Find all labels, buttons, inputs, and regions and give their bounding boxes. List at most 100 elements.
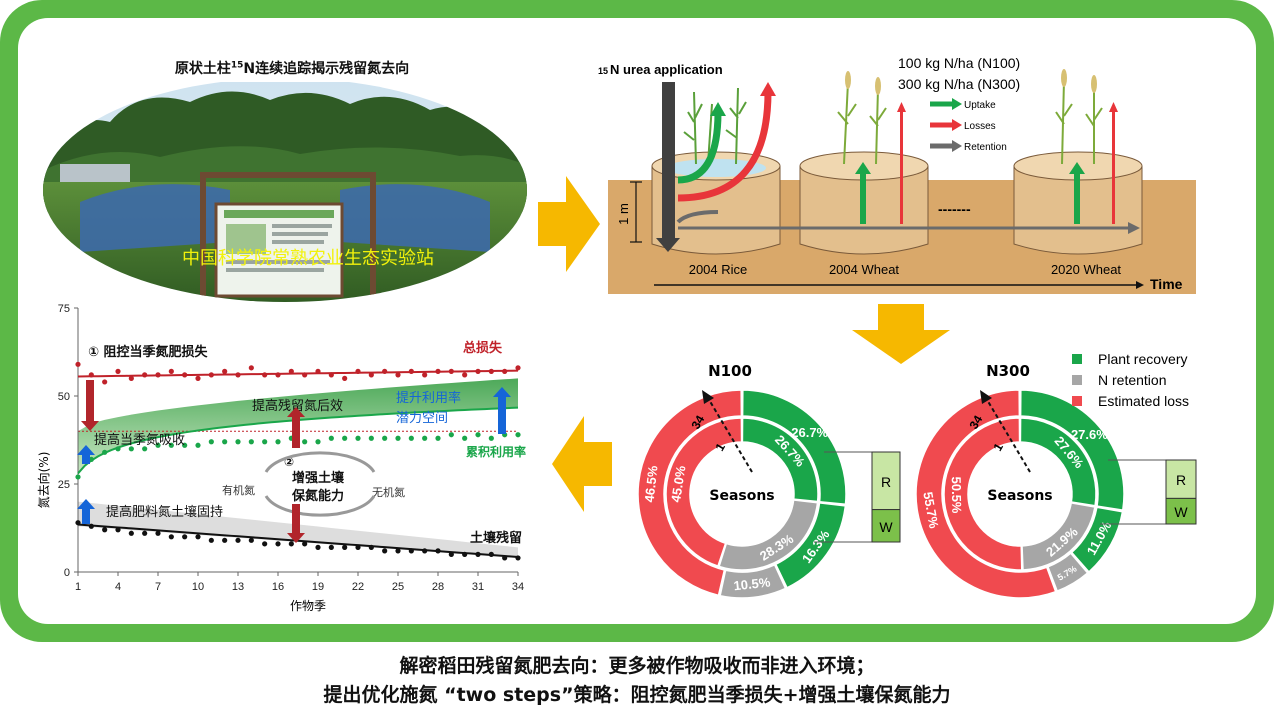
- data-point: [275, 372, 281, 378]
- organic-n-label: 有机氮: [222, 483, 255, 497]
- data-point: [195, 375, 201, 381]
- uptake-label: 提高当季氮吸收: [94, 432, 185, 448]
- y-tick-label: 75: [58, 303, 70, 315]
- data-point: [235, 439, 241, 445]
- svg-text:Retention: Retention: [964, 142, 1007, 153]
- data-point: [248, 365, 254, 371]
- data-point: [262, 439, 268, 445]
- donut-center-label: Seasons: [709, 488, 774, 504]
- soil-residual-label: 土壤残留: [470, 530, 522, 546]
- x-tick-label: 31: [472, 581, 484, 593]
- data-point: [355, 368, 361, 374]
- data-point: [368, 435, 374, 441]
- wheat-plants: [837, 79, 1103, 165]
- step-two-line-2: 保氮能力: [291, 488, 344, 504]
- up-arrow-icon: [292, 416, 300, 448]
- donut-title: N300: [986, 362, 1030, 380]
- data-point: [368, 544, 374, 550]
- legend-label: N retention: [1098, 372, 1166, 388]
- down-arrow-icon: [292, 504, 300, 534]
- data-point: [128, 446, 134, 452]
- donut-title: N100: [708, 362, 752, 380]
- donut-segment: [741, 389, 847, 506]
- caption: 解密稻田残留氮肥去向：更多被作物吸收而非进入环境； 提出优化施氮 “two st…: [0, 652, 1274, 710]
- svg-text:Losses: Losses: [964, 121, 996, 132]
- data-point: [475, 551, 481, 557]
- data-point: [515, 555, 521, 561]
- improve-efficiency-label: 提升利用率: [396, 390, 461, 406]
- data-point: [262, 372, 268, 378]
- data-point: [208, 537, 214, 543]
- data-point: [302, 439, 308, 445]
- donut-n100: N10026.7%16.3%10.5%46.5%26.7%28.3%45.0%S…: [637, 362, 901, 599]
- arrow-right-icon: [538, 176, 600, 272]
- data-point: [142, 530, 148, 536]
- legend-label: Plant recovery: [1098, 351, 1187, 367]
- x-tick-label: 4: [115, 581, 121, 593]
- donut-segment: [718, 499, 819, 571]
- data-point: [88, 456, 94, 462]
- down-arrow-icon: [86, 380, 94, 422]
- data-point: [408, 435, 414, 441]
- stage-2004-wheat: 2004 Wheat: [829, 262, 899, 277]
- data-point: [355, 544, 361, 550]
- data-point: [342, 435, 348, 441]
- data-point: [288, 368, 294, 374]
- donut-segment: [1021, 502, 1096, 571]
- data-point: [488, 551, 494, 557]
- y-axis-label: 氮去向(%): [36, 452, 51, 509]
- data-point: [328, 544, 334, 550]
- legend-swatch: [1072, 396, 1082, 406]
- caption-line-1: 解密稻田残留氮肥去向：更多被作物吸收而非进入环境；: [399, 655, 875, 677]
- x-tick-label: 22: [352, 581, 364, 593]
- data-point: [88, 372, 94, 378]
- donut-segment: [1046, 552, 1089, 593]
- data-point: [395, 435, 401, 441]
- data-point: [222, 537, 228, 543]
- data-point: [315, 439, 321, 445]
- data-point: [168, 368, 174, 374]
- x-tick-label: 7: [155, 581, 161, 593]
- data-point: [182, 534, 188, 540]
- data-point: [475, 432, 481, 438]
- data-point: [422, 372, 428, 378]
- bar-wheat: [871, 509, 901, 543]
- stage-2004-rice: 2004 Rice: [689, 262, 748, 277]
- svg-text:Uptake: Uptake: [964, 100, 996, 111]
- data-point: [115, 527, 121, 533]
- y-tick-label: 25: [58, 479, 70, 491]
- data-point: [475, 368, 481, 374]
- data-point: [435, 435, 441, 441]
- photo-title: 原状土柱15N连续追踪揭示残留氮去向: [174, 60, 410, 77]
- data-point: [328, 372, 334, 378]
- data-point: [368, 372, 374, 378]
- data-point: [275, 439, 281, 445]
- data-point: [155, 442, 161, 448]
- total-loss-label: 总损失: [463, 340, 503, 356]
- data-point: [395, 372, 401, 378]
- data-point: [315, 368, 321, 374]
- season-pointer: [707, 397, 753, 473]
- x-tick-label: 25: [392, 581, 404, 593]
- series-line: [77, 369, 519, 378]
- data-point: [448, 551, 454, 557]
- isotope-superscript: 15: [598, 66, 608, 76]
- segment-label: 27.6%: [1071, 427, 1108, 442]
- data-point: [448, 432, 454, 438]
- data-point: [248, 537, 254, 543]
- segment-label: 10.5%: [733, 574, 772, 593]
- rate-n100: 100 kg N/ha (N100): [898, 55, 1020, 71]
- data-point: [195, 442, 201, 448]
- season-34-label: 34: [688, 413, 707, 432]
- data-point: [235, 372, 241, 378]
- potential-band: [78, 378, 518, 474]
- fixation-label: 提高肥料氮土壤固持: [106, 504, 223, 520]
- experiment-schematic: 1 m 15 N urea application 100 kg N/ha (N…: [598, 55, 1196, 294]
- data-point: [275, 541, 281, 547]
- data-point: [515, 365, 521, 371]
- field-photo: 中国科学院常熟农业生态实验站: [43, 82, 527, 302]
- arrow-down-icon: [852, 304, 950, 364]
- x-tick-label: 34: [512, 581, 524, 593]
